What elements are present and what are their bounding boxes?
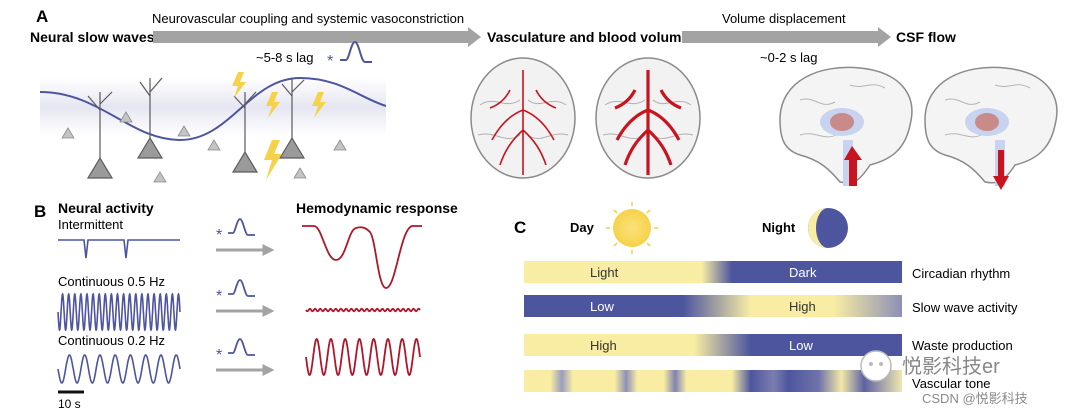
bar-circadian-rhythm bbox=[524, 261, 902, 283]
bar-slow-wave-activity bbox=[524, 295, 902, 317]
neuron-icon bbox=[233, 152, 257, 172]
watermark-logo: 悦影科技er bbox=[861, 351, 1000, 381]
bar2-left-label: Low bbox=[590, 299, 614, 314]
night-label: Night bbox=[762, 220, 796, 235]
bar3-left-label: High bbox=[590, 338, 617, 353]
stage-csf-flow: CSF flow bbox=[896, 29, 956, 45]
hrf-icon: * bbox=[327, 42, 372, 70]
convolve-arrow-1: * bbox=[216, 219, 272, 250]
arrow-right-2 bbox=[682, 27, 891, 47]
neural-trace-05hz bbox=[58, 294, 180, 330]
svg-text:*: * bbox=[327, 53, 333, 70]
svg-text:*: * bbox=[216, 288, 222, 305]
hemo-trace-02hz bbox=[306, 339, 420, 375]
neuron-icon bbox=[280, 138, 304, 158]
lag2-label: ~0-2 s lag bbox=[760, 50, 817, 65]
bar2-right-label: High bbox=[789, 299, 816, 314]
brain-csf-inflow bbox=[780, 67, 912, 186]
convolve-arrow-2: * bbox=[216, 280, 272, 311]
hemo-trace-intermittent bbox=[302, 226, 422, 288]
scale-bar-label: 10 s bbox=[58, 397, 81, 411]
watermark-logo-text: 悦影科技er bbox=[902, 355, 1000, 378]
stage-vasculature: Vasculature and blood volume bbox=[487, 29, 689, 45]
hemo-trace-05hz bbox=[306, 309, 420, 311]
lightning-icon bbox=[264, 140, 282, 180]
stage-neural-slow-waves: Neural slow waves bbox=[30, 29, 155, 45]
arrow1-label: Neurovascular coupling and systemic vaso… bbox=[152, 11, 464, 26]
bar1-right-label: Dark bbox=[789, 265, 817, 280]
bar1-left-label: Light bbox=[590, 265, 619, 280]
arrow-right-1 bbox=[153, 27, 481, 47]
panel-b-letter: B bbox=[34, 202, 46, 221]
neural-activity-title: Neural activity bbox=[58, 200, 154, 216]
watermark-credit: CSDN @悦影科技 bbox=[922, 391, 1028, 406]
brain-vasculature-low bbox=[471, 58, 575, 178]
neural-slow-wave-illustration bbox=[40, 72, 386, 182]
row-02hz-label: Continuous 0.2 Hz bbox=[58, 333, 165, 348]
neuron-icon bbox=[88, 158, 112, 178]
neural-trace-02hz bbox=[58, 355, 180, 383]
bar-vascular-tone bbox=[524, 370, 902, 392]
bar2-name: Slow wave activity bbox=[912, 300, 1018, 315]
convolve-arrow-3: * bbox=[216, 339, 272, 370]
bar4-name: Vascular tone bbox=[912, 376, 991, 391]
bar1-name: Circadian rhythm bbox=[912, 266, 1010, 281]
hemodynamic-response-title: Hemodynamic response bbox=[296, 200, 458, 216]
day-label: Day bbox=[570, 220, 595, 235]
sun-icon bbox=[606, 202, 658, 254]
row-intermittent-label: Intermittent bbox=[58, 217, 123, 232]
arrow2-label: Volume displacement bbox=[722, 11, 846, 26]
lag1-label: ~5-8 s lag bbox=[256, 50, 313, 65]
bar3-name: Waste production bbox=[912, 338, 1013, 353]
brain-vasculature-high bbox=[596, 58, 700, 178]
moon-icon bbox=[808, 208, 848, 248]
svg-text:*: * bbox=[216, 227, 222, 244]
bar-waste-production bbox=[524, 334, 902, 356]
panel-a-letter: A bbox=[36, 7, 48, 26]
svg-text:*: * bbox=[216, 347, 222, 364]
neuron-icon bbox=[138, 138, 162, 158]
bar3-right-label: Low bbox=[789, 338, 813, 353]
panel-c-letter: C bbox=[514, 218, 526, 237]
brain-csf-outflow bbox=[925, 67, 1057, 190]
neural-trace-intermittent bbox=[58, 240, 180, 258]
row-05hz-label: Continuous 0.5 Hz bbox=[58, 274, 165, 289]
